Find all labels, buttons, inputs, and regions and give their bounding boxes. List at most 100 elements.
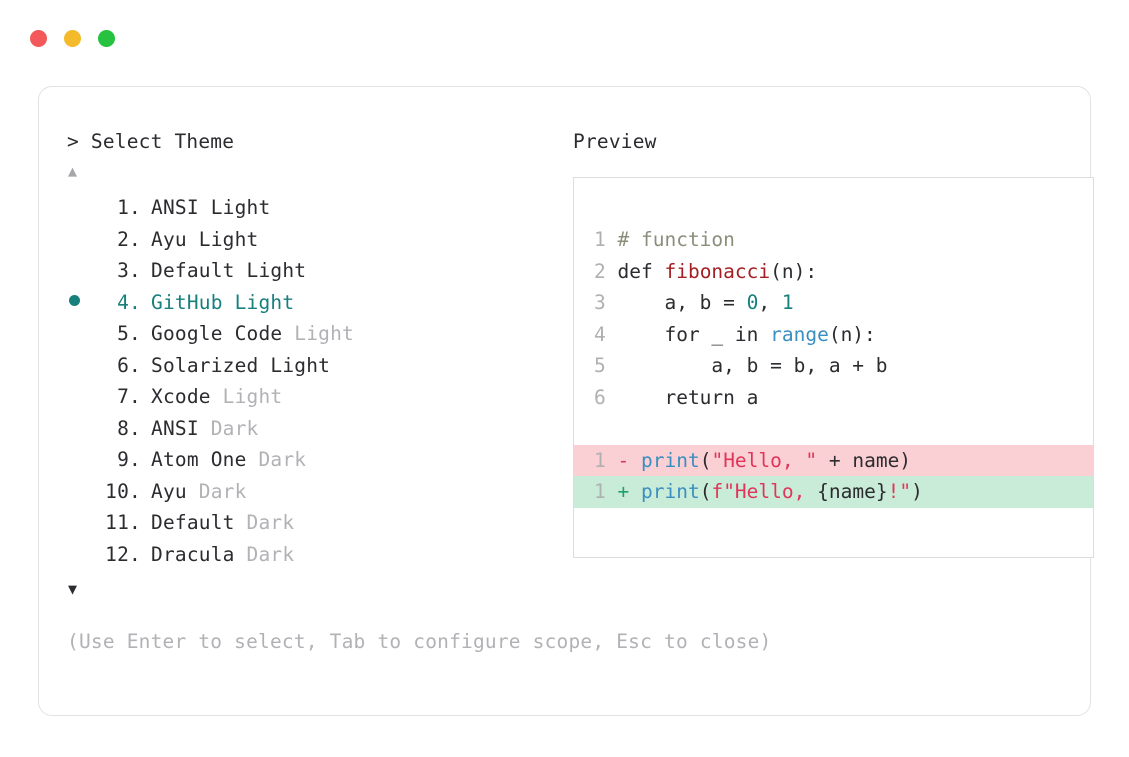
code-token: f"Hello, bbox=[711, 480, 818, 504]
code-token: (n): bbox=[828, 322, 876, 346]
code-token: # function bbox=[617, 228, 735, 252]
theme-list-item[interactable]: 9.Atom One Dark bbox=[67, 444, 542, 476]
code-line-number: 1 bbox=[594, 228, 606, 252]
theme-item-variant: Dark bbox=[246, 511, 295, 535]
theme-list-item[interactable]: 1.ANSI Light bbox=[67, 192, 542, 224]
code-token: for _ in bbox=[617, 322, 771, 346]
code-line: 1 # function bbox=[574, 224, 1093, 256]
theme-list-item[interactable]: 4.GitHub Light bbox=[67, 287, 542, 319]
theme-item-spacer bbox=[187, 224, 199, 256]
minimize-dot[interactable] bbox=[64, 30, 81, 47]
diff-line-del: 1 - print("Hello, " + name) bbox=[574, 444, 1093, 477]
theme-item-variant: Dark bbox=[246, 542, 295, 566]
close-dot[interactable] bbox=[30, 30, 47, 47]
code-line: 2 def fibonacci(n): bbox=[574, 256, 1093, 288]
theme-item-name: Ayu bbox=[151, 479, 187, 503]
code-token: {name} bbox=[817, 480, 888, 504]
theme-item-spacer bbox=[235, 507, 247, 539]
preview-title: Preview bbox=[573, 130, 657, 153]
code-token: 1 bbox=[781, 291, 794, 315]
scroll-down-icon[interactable]: ▼ bbox=[68, 580, 78, 599]
theme-item-name: GitHub bbox=[151, 290, 223, 314]
code-token: a, b = b, a + b bbox=[617, 354, 888, 378]
gutter-gap bbox=[606, 386, 618, 409]
theme-list-item[interactable]: 10.Ayu Dark bbox=[67, 476, 542, 508]
theme-item-name: ANSI bbox=[151, 416, 199, 440]
code-token: 0 bbox=[746, 291, 759, 315]
code-token: ( bbox=[699, 448, 712, 472]
code-line-number: 4 bbox=[594, 322, 606, 346]
theme-item-name: Solarized bbox=[151, 353, 259, 377]
gutter-gap bbox=[606, 260, 618, 283]
diff-marker-icon: - bbox=[617, 448, 630, 472]
diff-line-number: 1 bbox=[594, 448, 606, 472]
theme-picker-card: > Select Theme ▲ 1.ANSI Light 2.Ayu Ligh… bbox=[38, 86, 1094, 716]
theme-item-number: 5. bbox=[105, 322, 141, 346]
theme-item-variant: Light bbox=[222, 385, 283, 409]
code-line-number: 3 bbox=[594, 291, 606, 315]
theme-list-column: > Select Theme ▲ 1.ANSI Light 2.Ayu Ligh… bbox=[67, 129, 772, 654]
theme-list-item[interactable]: 11.Default Dark bbox=[67, 507, 542, 539]
theme-item-variant: Light bbox=[198, 227, 259, 251]
keyboard-hint: (Use Enter to select, Tab to configure s… bbox=[67, 630, 772, 654]
theme-item-number: 6. bbox=[105, 353, 141, 377]
theme-item-variant: Dark bbox=[210, 416, 259, 440]
theme-item-number: 1. bbox=[105, 196, 141, 220]
diff-line-number: 1 bbox=[594, 480, 606, 504]
code-token: (n): bbox=[770, 259, 818, 283]
theme-list-item[interactable]: 6. Solarized Light bbox=[67, 350, 542, 382]
theme-item-name: Ayu bbox=[151, 227, 187, 251]
gutter-gap bbox=[606, 228, 618, 251]
theme-item-name: Default bbox=[151, 259, 235, 283]
theme-item-spacer bbox=[235, 255, 247, 287]
gutter-gap bbox=[606, 480, 618, 503]
theme-list-item[interactable]: 7.Xcode Light bbox=[67, 381, 542, 413]
diff-line-add: 1 + print(f"Hello, {name}!") bbox=[574, 476, 1093, 508]
code-token: def bbox=[617, 259, 665, 283]
theme-item-spacer bbox=[235, 539, 247, 571]
theme-item-spacer bbox=[282, 318, 294, 350]
diff-preview: 1 - print("Hello, " + name)1 + print(f"H… bbox=[574, 444, 1093, 508]
code-token: !" bbox=[887, 480, 912, 504]
theme-item-number: 9. bbox=[105, 448, 141, 472]
theme-list-item[interactable]: 12.Dracula Dark bbox=[67, 539, 542, 571]
theme-item-variant: Light bbox=[270, 353, 331, 377]
gutter-gap bbox=[606, 449, 618, 472]
theme-item-variant: Dark bbox=[258, 448, 307, 472]
code-line-number: 5 bbox=[594, 354, 606, 378]
theme-item-spacer bbox=[247, 444, 259, 476]
code-line: 3 a, b = 0, 1 bbox=[574, 287, 1093, 319]
code-token: ( bbox=[699, 480, 712, 504]
window-titlebar bbox=[30, 30, 115, 47]
theme-item-spacer bbox=[199, 413, 211, 445]
theme-item-variant: Light bbox=[294, 322, 354, 346]
scroll-up-icon[interactable]: ▲ bbox=[68, 162, 78, 181]
theme-item-number: 8. bbox=[105, 416, 141, 440]
theme-item-spacer bbox=[187, 476, 199, 508]
code-token: fibonacci bbox=[664, 259, 771, 283]
theme-item-name: Default bbox=[151, 511, 235, 535]
code-token: print bbox=[641, 448, 700, 472]
selected-bullet-icon bbox=[69, 294, 80, 306]
code-line: 5 a, b = b, a + b bbox=[574, 350, 1093, 382]
marker-gap bbox=[629, 449, 641, 472]
theme-item-number: 4. bbox=[105, 290, 141, 314]
selection-bullet-cell bbox=[67, 287, 97, 319]
theme-item-name: Google Code bbox=[151, 322, 283, 346]
theme-list-item[interactable]: 3.Default Light bbox=[67, 255, 542, 287]
theme-list[interactable]: 1.ANSI Light 2.Ayu Light 3.Default Light… bbox=[67, 192, 542, 570]
code-line-number: 6 bbox=[594, 385, 606, 409]
theme-list-item[interactable]: 5. Google Code Light bbox=[67, 318, 542, 350]
theme-list-item[interactable]: 2.Ayu Light bbox=[67, 224, 542, 256]
theme-item-spacer bbox=[223, 287, 235, 319]
theme-item-variant: Light bbox=[246, 259, 307, 283]
maximize-dot[interactable] bbox=[98, 30, 115, 47]
theme-list-item[interactable]: 8. ANSI Dark bbox=[67, 413, 542, 445]
code-token: a, b = bbox=[617, 291, 747, 315]
code-token: , bbox=[758, 291, 782, 315]
code-line: 4 for _ in range(n): bbox=[574, 319, 1093, 351]
diff-marker-icon: + bbox=[617, 480, 630, 504]
code-token: return a bbox=[617, 385, 759, 409]
